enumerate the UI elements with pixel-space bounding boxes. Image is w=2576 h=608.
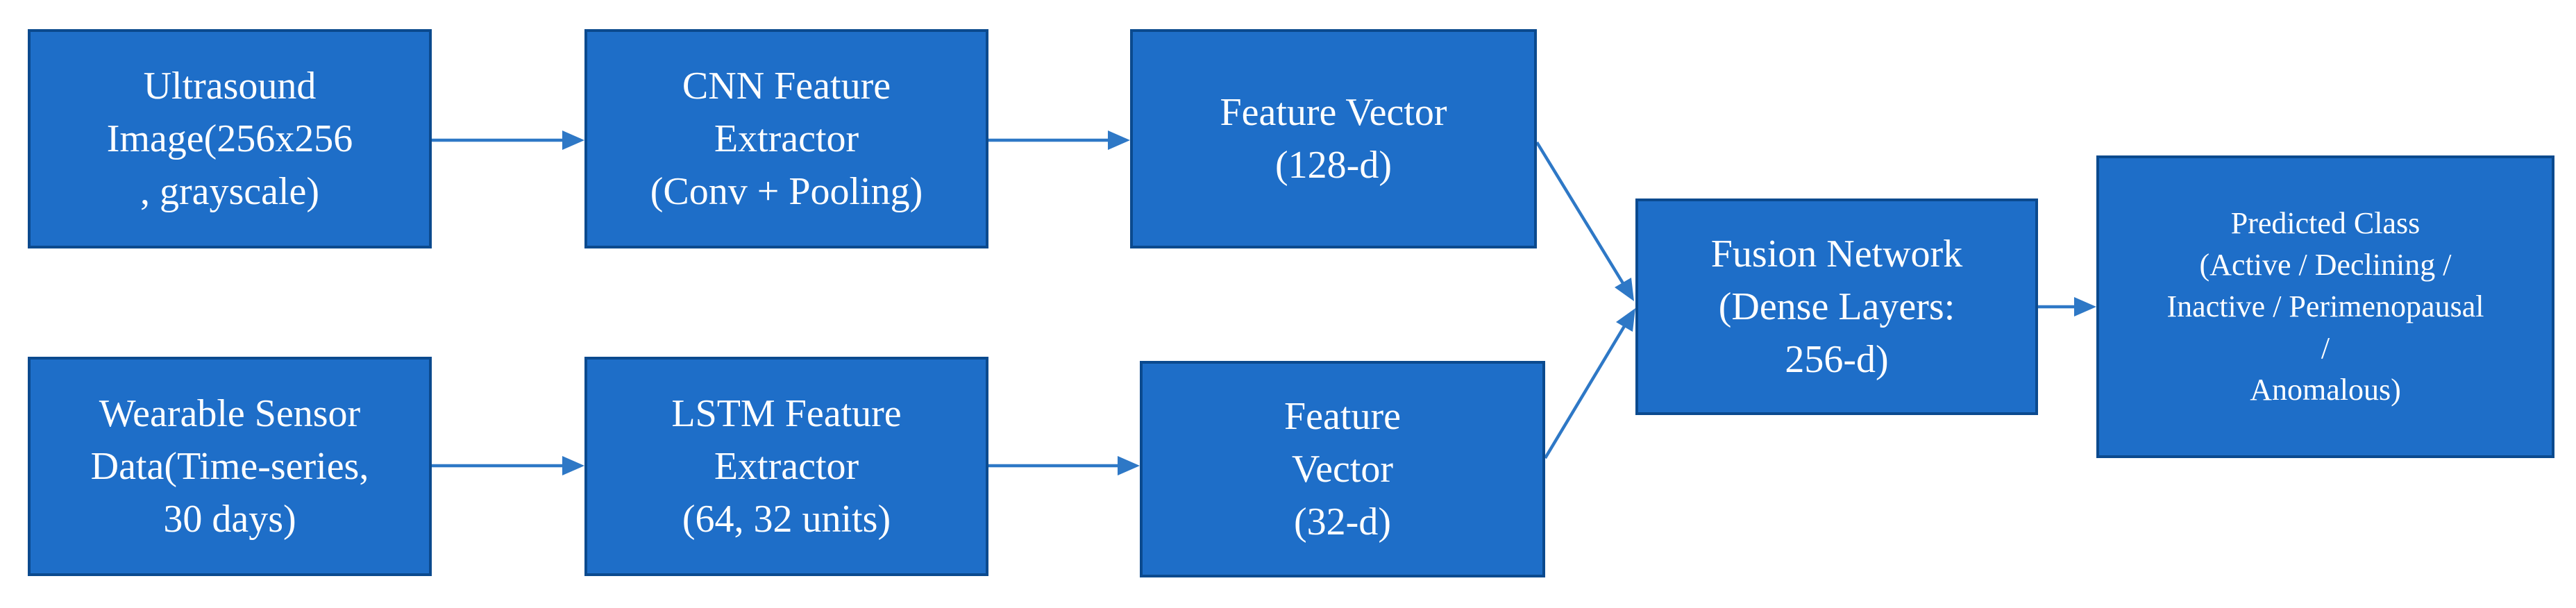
fusion-network-box: Fusion Network (Dense Layers: 256-d) bbox=[1635, 199, 2038, 415]
lstm-line-3: (64, 32 units) bbox=[682, 498, 891, 541]
ultrasound-line-1: Ultrasound bbox=[143, 64, 317, 108]
arrowhead-feature-vector-32 bbox=[1118, 456, 1140, 475]
lstm-feature-extractor-label: LSTM Feature Extractor (64, 32 units) bbox=[671, 387, 901, 546]
feature-vector-128-line-1: Feature Vector bbox=[1220, 90, 1447, 134]
arrow-feature-vector-32-to-fusion bbox=[1544, 325, 1626, 459]
predicted-line-3: Inactive / Perimenopausal bbox=[2166, 289, 2484, 324]
feature-vector-128-label: Feature Vector (128-d) bbox=[1220, 86, 1447, 192]
fusion-line-3: 256-d) bbox=[1785, 338, 1889, 382]
lstm-line-1: LSTM Feature bbox=[671, 391, 902, 435]
fusion-line-2: (Dense Layers: bbox=[1718, 285, 1955, 328]
wearable-sensor-data-box: Wearable Sensor Data(Time-series, 30 day… bbox=[28, 357, 432, 576]
feature-vector-128-box: Feature Vector (128-d) bbox=[1130, 29, 1537, 248]
predicted-class-box: Predicted Class (Active / Declining / In… bbox=[2096, 155, 2554, 458]
feature-vector-32-box: Feature Vector (32-d) bbox=[1140, 361, 1545, 577]
predicted-line-1: Predicted Class bbox=[2230, 206, 2421, 241]
wearable-sensor-data-label: Wearable Sensor Data(Time-series, 30 day… bbox=[91, 387, 369, 546]
ultrasound-line-2: Image(256x256 bbox=[106, 117, 353, 160]
ultrasound-image-label: Ultrasound Image(256x256 , grayscale) bbox=[107, 60, 353, 218]
predicted-line-4: / bbox=[2321, 330, 2330, 365]
lstm-feature-extractor-box: LSTM Feature Extractor (64, 32 units) bbox=[584, 357, 988, 576]
arrowhead-feature-vector-128 bbox=[1108, 130, 1130, 150]
cnn-line-1: CNN Feature bbox=[682, 64, 891, 108]
fusion-network-label: Fusion Network (Dense Layers: 256-d) bbox=[1711, 228, 1962, 386]
wearable-line-1: Wearable Sensor bbox=[99, 391, 361, 435]
predicted-line-2: (Active / Declining / bbox=[2199, 248, 2452, 282]
feature-vector-32-line-2: Vector bbox=[1291, 447, 1394, 491]
cnn-line-2: Extractor bbox=[714, 117, 859, 160]
feature-vector-32-line-1: Feature bbox=[1284, 394, 1401, 438]
arrowhead-fusion-top bbox=[1615, 278, 1634, 301]
feature-vector-128-line-2: (128-d) bbox=[1275, 144, 1392, 187]
feature-vector-32-line-3: (32-d) bbox=[1294, 500, 1391, 544]
cnn-feature-extractor-label: CNN Feature Extractor (Conv + Pooling) bbox=[650, 60, 923, 218]
arrowhead-predicted bbox=[2074, 297, 2096, 316]
lstm-line-2: Extractor bbox=[714, 444, 859, 488]
predicted-class-label: Predicted Class (Active / Declining / In… bbox=[2167, 203, 2484, 410]
cnn-feature-extractor-box: CNN Feature Extractor (Conv + Pooling) bbox=[584, 29, 988, 248]
predicted-line-5: Anomalous) bbox=[2250, 372, 2401, 407]
wearable-line-3: 30 days) bbox=[163, 498, 296, 541]
fusion-line-1: Fusion Network bbox=[1710, 232, 1963, 276]
ultrasound-line-3: , grayscale) bbox=[140, 170, 320, 214]
arrow-feature-vector-128-to-fusion bbox=[1535, 141, 1624, 285]
arrowhead-cnn bbox=[562, 130, 584, 150]
arrowhead-fusion-bottom bbox=[1616, 308, 1635, 332]
cnn-line-3: (Conv + Pooling) bbox=[650, 170, 923, 214]
wearable-line-2: Data(Time-series, bbox=[90, 444, 369, 488]
arrowhead-lstm bbox=[562, 456, 584, 475]
ultrasound-image-box: Ultrasound Image(256x256 , grayscale) bbox=[28, 29, 432, 248]
feature-vector-32-label: Feature Vector (32-d) bbox=[1284, 390, 1401, 548]
